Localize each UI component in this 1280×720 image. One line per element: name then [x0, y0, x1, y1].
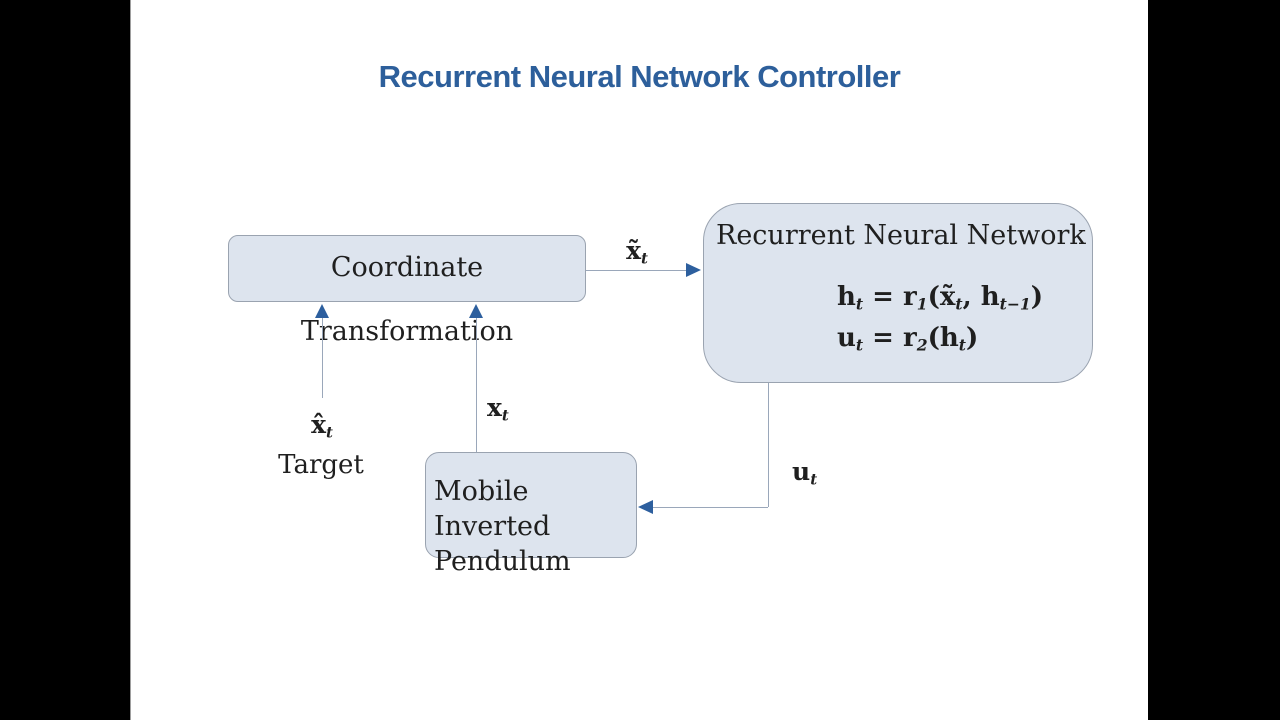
label-u: ut: [792, 457, 818, 489]
label-target: Target: [278, 450, 364, 480]
slide-edge-divider: [130, 0, 131, 720]
u-connector-horizontal-line: [652, 507, 768, 508]
recurrent-neural-network-box: Recurrent Neural Network ht = r1(x̃t, ht…: [703, 203, 1093, 383]
x-connector-line: [476, 318, 477, 452]
mobile-inverted-pendulum-box: Mobile Inverted Pendulum: [425, 452, 637, 577]
mip-label-line2: Pendulum: [434, 546, 571, 577]
mip-label-line1: Mobile Inverted: [434, 476, 551, 542]
slide-title: Recurrent Neural Network Controller: [378, 59, 901, 94]
label-x-hat: x̂t: [311, 410, 333, 442]
arrowhead-left-icon: [638, 500, 653, 514]
u-connector-vertical-line: [768, 383, 769, 507]
coordinate-transformation-label: Coordinate Transformation: [300, 252, 514, 347]
rnn-heading: Recurrent Neural Network: [716, 220, 1086, 251]
arrowhead-up-icon: [315, 304, 329, 318]
rnn-equation-output: ut = r2(ht): [837, 323, 979, 355]
arrowhead-right-icon: [686, 263, 701, 277]
label-x-tilde: x̃t: [626, 236, 648, 268]
arrowhead-up-icon: [469, 304, 483, 318]
xhat-connector-line: [322, 318, 323, 398]
coordinate-transformation-box: Coordinate Transformation: [228, 235, 586, 347]
right-letterbox-bar: [1148, 0, 1280, 720]
xtilde-connector-line: [586, 270, 686, 271]
left-letterbox-bar: [0, 0, 130, 720]
label-x: xt: [487, 393, 509, 425]
rnn-equation-hidden-state: ht = r1(x̃t, ht−1): [837, 282, 1044, 314]
